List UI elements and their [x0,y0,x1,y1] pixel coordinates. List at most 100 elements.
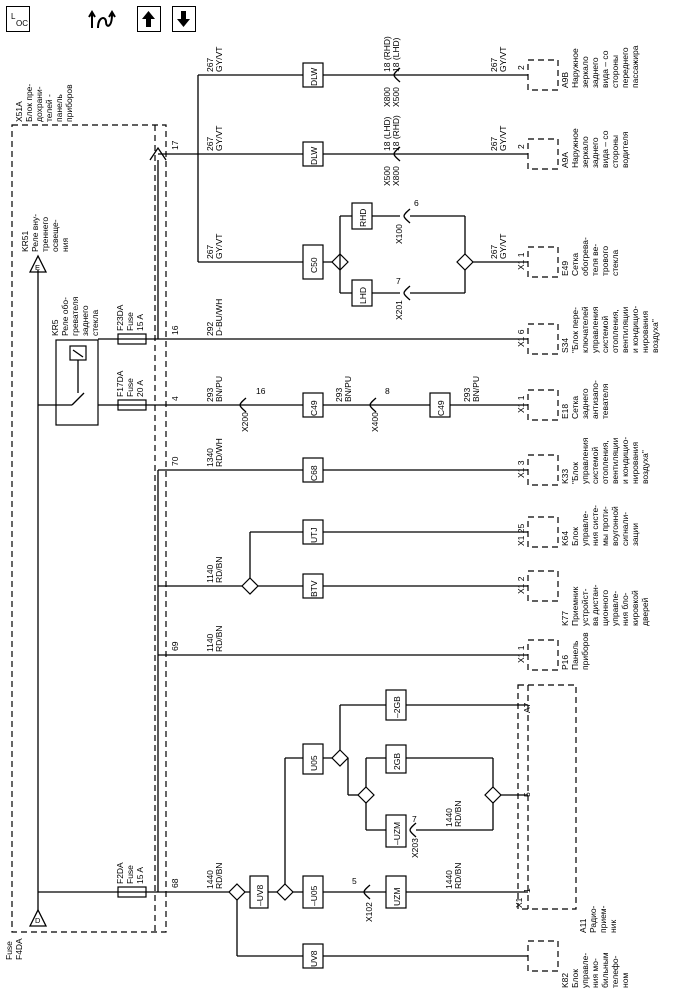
svg-text:"Блок пере-: "Блок пере- [570,307,580,353]
svg-text:Наружное: Наружное [570,48,580,88]
option-utj [302,519,324,545]
svg-text:1140: 1140 [205,564,215,583]
svg-text:и кондицио-: и кондицио- [620,437,630,484]
arrow-up-icon [142,11,155,27]
option-c49-1 [302,392,324,418]
conn-k33: X1 3 [516,460,526,478]
component-s34 [527,323,559,355]
svg-text:RD/BN: RD/BN [214,626,224,652]
svg-text:системой: системой [600,316,610,353]
svg-text:18 (LHD): 18 (LHD) [391,37,401,72]
svg-text:приборов: приборов [580,632,590,670]
component-a11 [517,684,577,910]
svg-text:стекла: стекла [610,249,620,276]
svg-text:стороны: стороны [610,135,620,168]
label-x800-rhd-lhd: 18 (RHD)18 (LHD) [382,36,401,72]
label-uv8-a: –UV8 [255,884,265,906]
svg-text:сигнали-: сигнали- [620,512,630,546]
svg-text:антизапо-: антизапо- [590,380,600,419]
svg-text:Радио-: Радио- [588,905,598,933]
label-c49-1: C49 [309,400,319,416]
svg-text:K77: K77 [560,611,570,626]
pin-x102: 5 [352,876,357,886]
svg-text:293: 293 [334,388,344,402]
svg-text:Fuse: Fuse [125,312,135,331]
svg-text:вентиляции: вентиляции [620,306,630,353]
f2da-label: F2DA Fuse 15 A [115,862,145,884]
component-k82 [527,940,559,972]
arrow-down-button[interactable] [172,6,196,32]
f23da-label: F23DA Fuse 15 A [115,304,145,331]
component-e49 [527,246,559,278]
svg-text:заднего: заднего [80,305,90,336]
location-icon: L OC [11,12,28,28]
label-lhd: LHD [358,287,368,304]
svg-text:267: 267 [205,137,215,151]
svg-text:воздуха": воздуха" [650,319,660,353]
svg-text:ва дистан-: ва дистан- [590,584,600,626]
svg-text:гревателя: гревателя [70,296,80,336]
name-k82: K82 Блок управле- ния мо- бильным телефо… [560,952,630,988]
svg-text:отопления,: отопления, [600,440,610,484]
label-x400: X400 [370,412,380,432]
name-s34: S34 "Блок пере- ключателей управления си… [560,306,660,353]
e-triangle [28,254,48,273]
svg-text:телефо-: телефо- [610,955,620,988]
option-lhd [351,279,373,307]
svg-text:F2DA: F2DA [115,862,125,884]
arrow-down-icon [177,11,190,27]
label-x100: X100 [394,224,404,244]
pin-17: 17 [170,140,180,150]
arrow-up-button[interactable] [137,6,161,32]
svg-text:K64: K64 [560,531,570,546]
option-dlw-2 [302,141,324,167]
svg-text:заднего: заднего [590,137,600,168]
svg-text:нирования: нирования [630,442,640,484]
inline-x400 [369,397,377,413]
option-neg-2gb [385,689,407,721]
svg-text:1340: 1340 [205,448,215,467]
svg-text:A11: A11 [578,918,588,933]
d-triangle [28,908,48,927]
inline-x200 [239,397,247,413]
name-k77: K77 Приемник устройст- ва дистан- ционно… [560,584,650,626]
harness-route-button[interactable] [88,6,118,32]
svg-text:1140: 1140 [205,633,215,652]
svg-text:системой: системой [590,447,600,484]
conn-k64: X1 25 [516,524,526,546]
f17da-label: F17DA Fuse 20 A [115,370,145,397]
svg-text:F23DA: F23DA [115,304,125,331]
label-uv8-b: UV8 [309,950,319,967]
svg-text:воугонной: воугонной [610,506,620,546]
conn-a11: X1 [514,897,524,908]
svg-text:18 (RHD): 18 (RHD) [382,36,392,72]
component-k77 [527,570,559,602]
svg-text:приборов: приборов [64,84,74,122]
label-uzm: UZM [392,888,402,906]
svg-text:18 (LHD): 18 (LHD) [382,116,392,151]
svg-text:заднего: заднего [580,388,590,419]
component-k64 [527,516,559,548]
svg-text:X500: X500 [382,166,392,186]
svg-text:зеркало: зеркало [580,56,590,88]
d-label: D [35,916,41,925]
svg-text:вентиляции: вентиляции [610,437,620,484]
option-uv8-a [249,875,269,909]
option-neg-uzm [385,814,407,848]
location-button[interactable]: L OC [6,6,30,32]
name-e18: E18 Сетка заднего антизапо- тевателя [560,380,610,419]
name-a9b: A9B Наружное зеркало заднего вида – со с… [560,45,640,88]
harness-route-icon [88,10,116,29]
fuse-f17da [117,399,147,411]
svg-text:кировкой: кировкой [630,590,640,626]
label-x200: X200 [240,412,250,432]
label-x201: X201 [394,300,404,320]
svg-text:K82: K82 [560,973,570,988]
component-k33 [527,454,559,486]
svg-text:Наружное: Наружное [570,128,580,168]
